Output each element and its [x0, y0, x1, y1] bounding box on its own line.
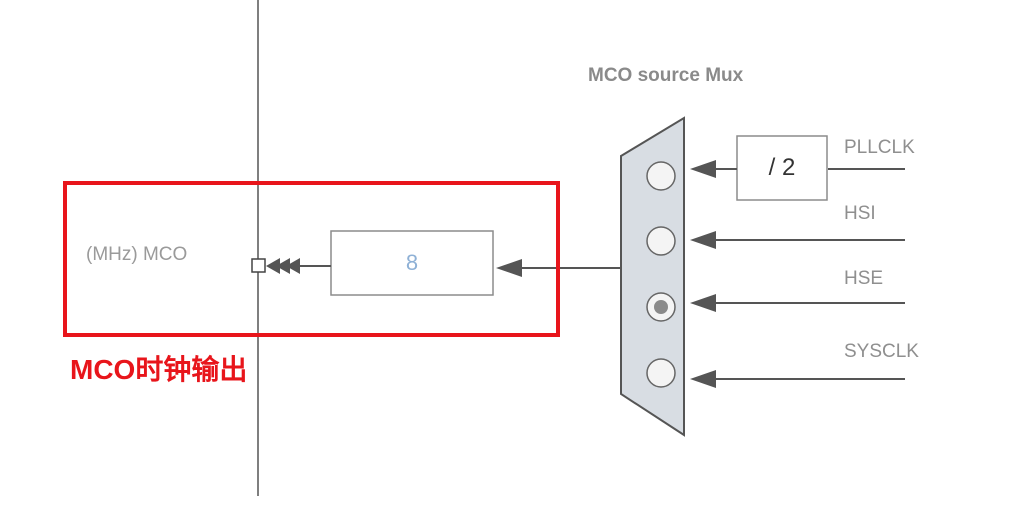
triple-arrow-icon-3 [266, 258, 280, 274]
arrow-hse-icon [690, 294, 716, 312]
mux-radio-pllclk[interactable] [646, 161, 676, 191]
mco-value: 8 [405, 250, 419, 275]
mux-radio-sysclk[interactable] [646, 358, 676, 388]
arrow-mux-output-icon [496, 259, 522, 277]
mco-value-box[interactable] [330, 230, 494, 296]
mco-mux [620, 116, 685, 437]
highlight-frame [63, 181, 560, 337]
arrow-sysclk-icon [690, 370, 716, 388]
arrow-hsi-icon [690, 231, 716, 249]
mux-title: MCO source Mux [588, 65, 744, 86]
source-label-hse: HSE [844, 268, 884, 289]
source-label-pllclk: PLLCLK [844, 137, 915, 158]
mco-pin[interactable] [251, 258, 266, 273]
arrow-pllclk-icon [690, 160, 716, 178]
triple-arrow-icon-2 [276, 258, 290, 274]
source-label-hsi: HSI [844, 203, 876, 224]
mux-radio-hsi[interactable] [646, 226, 676, 256]
divider-label: / 2 [768, 154, 796, 181]
triple-arrow-icon-1 [286, 258, 300, 274]
mco-output-label: (MHz) MCO [86, 244, 188, 265]
annotation-text: MCO时钟输出 [70, 354, 248, 385]
source-label-sysclk: SYSCLK [844, 341, 919, 362]
mux-radio-hse-dot [654, 300, 668, 314]
